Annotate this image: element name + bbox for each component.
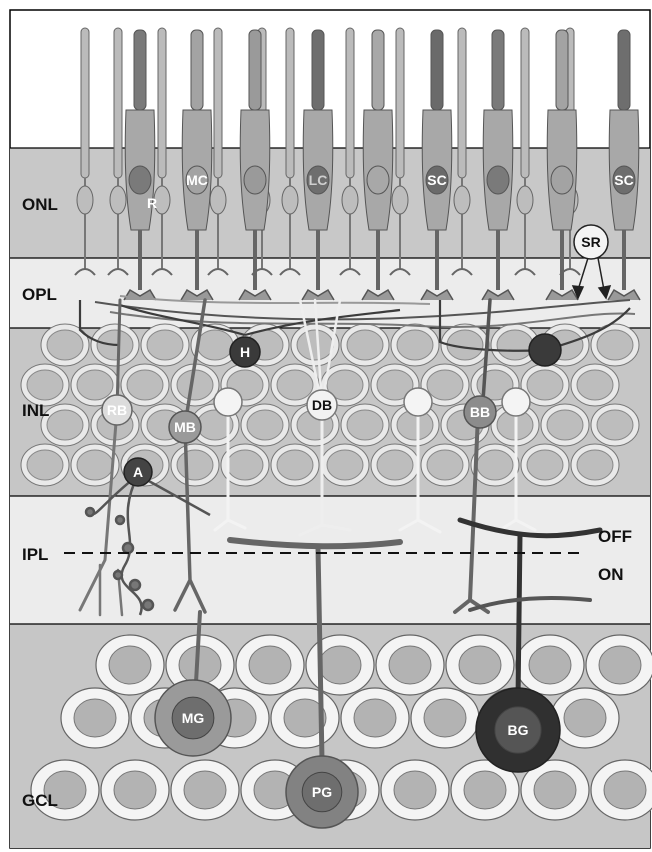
- cell-bistratified-ganglion: BG: [476, 688, 560, 772]
- gcl-cell-body: [591, 760, 652, 820]
- layer-label-gcl: GCL: [22, 791, 58, 810]
- layer-label-onl: ONL: [22, 195, 58, 214]
- cell-short-cone: SC: [427, 172, 446, 188]
- inl-cell-body: [21, 444, 69, 486]
- layer-label-ipl: IPL: [22, 545, 48, 564]
- cell-short-cone-2: SC: [614, 172, 633, 188]
- layer-label-opl: OPL: [22, 285, 57, 304]
- ipl-off-label: OFF: [598, 527, 632, 546]
- gcl-cell-body: [516, 635, 584, 695]
- gcl-cell-body: [381, 760, 449, 820]
- inl-cell-body: [21, 364, 69, 406]
- cell-label-midget-ganglion: MG: [182, 710, 205, 726]
- gcl-cell-body: [586, 635, 652, 695]
- layer-label-inl: INL: [22, 401, 49, 420]
- cell-long-cone: LC: [309, 172, 328, 188]
- cell-label-parasol-ganglion: PG: [312, 784, 332, 800]
- inl-cell-body: [391, 324, 439, 366]
- inl-cell-body: [571, 364, 619, 406]
- inl-cell-body: [271, 444, 319, 486]
- cell-label-blue-bipolar: BB: [470, 404, 490, 420]
- inl-cell-body: [241, 404, 289, 446]
- inl-cell-body: [421, 444, 469, 486]
- cell-parasol-ganglion: PG: [286, 756, 358, 828]
- ipl-on-label: ON: [598, 565, 624, 584]
- cell-rod-bipolar: RB: [102, 395, 132, 425]
- gcl-cell-body: [61, 688, 129, 748]
- gcl-cell-body: [341, 688, 409, 748]
- inl-cell-body: [321, 444, 369, 486]
- cell-label-midget-bipolar: MB: [174, 419, 196, 435]
- cell-label-short-cone-2: SC: [614, 172, 633, 188]
- cell-label-short-cone: SC: [427, 172, 446, 188]
- inl-cell-body: [521, 444, 569, 486]
- cell-horizontal: H: [230, 337, 260, 367]
- gcl-cell-body: [306, 635, 374, 695]
- cell-unlabeled-dark: [529, 334, 561, 366]
- inl-cell-body: [141, 324, 189, 366]
- cell-medium-cone: MC: [186, 172, 208, 188]
- cell-label-amacrine: A: [133, 464, 143, 480]
- cell-white-bipolar: [404, 388, 432, 416]
- gcl-cell-body: [411, 688, 479, 748]
- cell-blue-bipolar: BB: [464, 396, 496, 428]
- gcl-cell-body: [376, 635, 444, 695]
- cell-label-diffuse-bipolar: DB: [312, 397, 332, 413]
- cell-diffuse-bipolar: DB: [307, 390, 337, 420]
- gcl-cell-body: [446, 635, 514, 695]
- cell-rod: R: [147, 195, 157, 211]
- cell-spectral-receptor: SR: [574, 225, 608, 259]
- cell-midget-bipolar: MB: [169, 411, 201, 443]
- inl-cell-body: [571, 444, 619, 486]
- cell-label-bistratified-ganglion: BG: [508, 722, 529, 738]
- gcl-cell-body: [271, 688, 339, 748]
- cell-label-rod: R: [147, 195, 157, 211]
- inl-cell-body: [171, 444, 219, 486]
- gcl-cell-body: [31, 760, 99, 820]
- cell-label-spectral-receptor: SR: [581, 234, 600, 250]
- cell-label-medium-cone: MC: [186, 172, 208, 188]
- cell-amacrine: A: [124, 458, 152, 486]
- inl-cell-body: [541, 404, 589, 446]
- gcl-cell-body: [101, 760, 169, 820]
- inl-cell-body: [341, 404, 389, 446]
- cell-label-horizontal: H: [240, 344, 250, 360]
- gcl-cell-body: [96, 635, 164, 695]
- gcl-cell-body: [171, 760, 239, 820]
- inl-cell-body: [341, 324, 389, 366]
- cell-white-bipolar: [214, 388, 242, 416]
- gcl-cell-body: [236, 635, 304, 695]
- cell-white-bipolar: [502, 388, 530, 416]
- inl-cell-body: [591, 404, 639, 446]
- cell-label-rod-bipolar: RB: [107, 402, 127, 418]
- inl-cell-body: [371, 444, 419, 486]
- cell-label-long-cone: LC: [309, 172, 328, 188]
- cell-midget-ganglion: MG: [155, 680, 231, 756]
- gcl-cell-body: [551, 688, 619, 748]
